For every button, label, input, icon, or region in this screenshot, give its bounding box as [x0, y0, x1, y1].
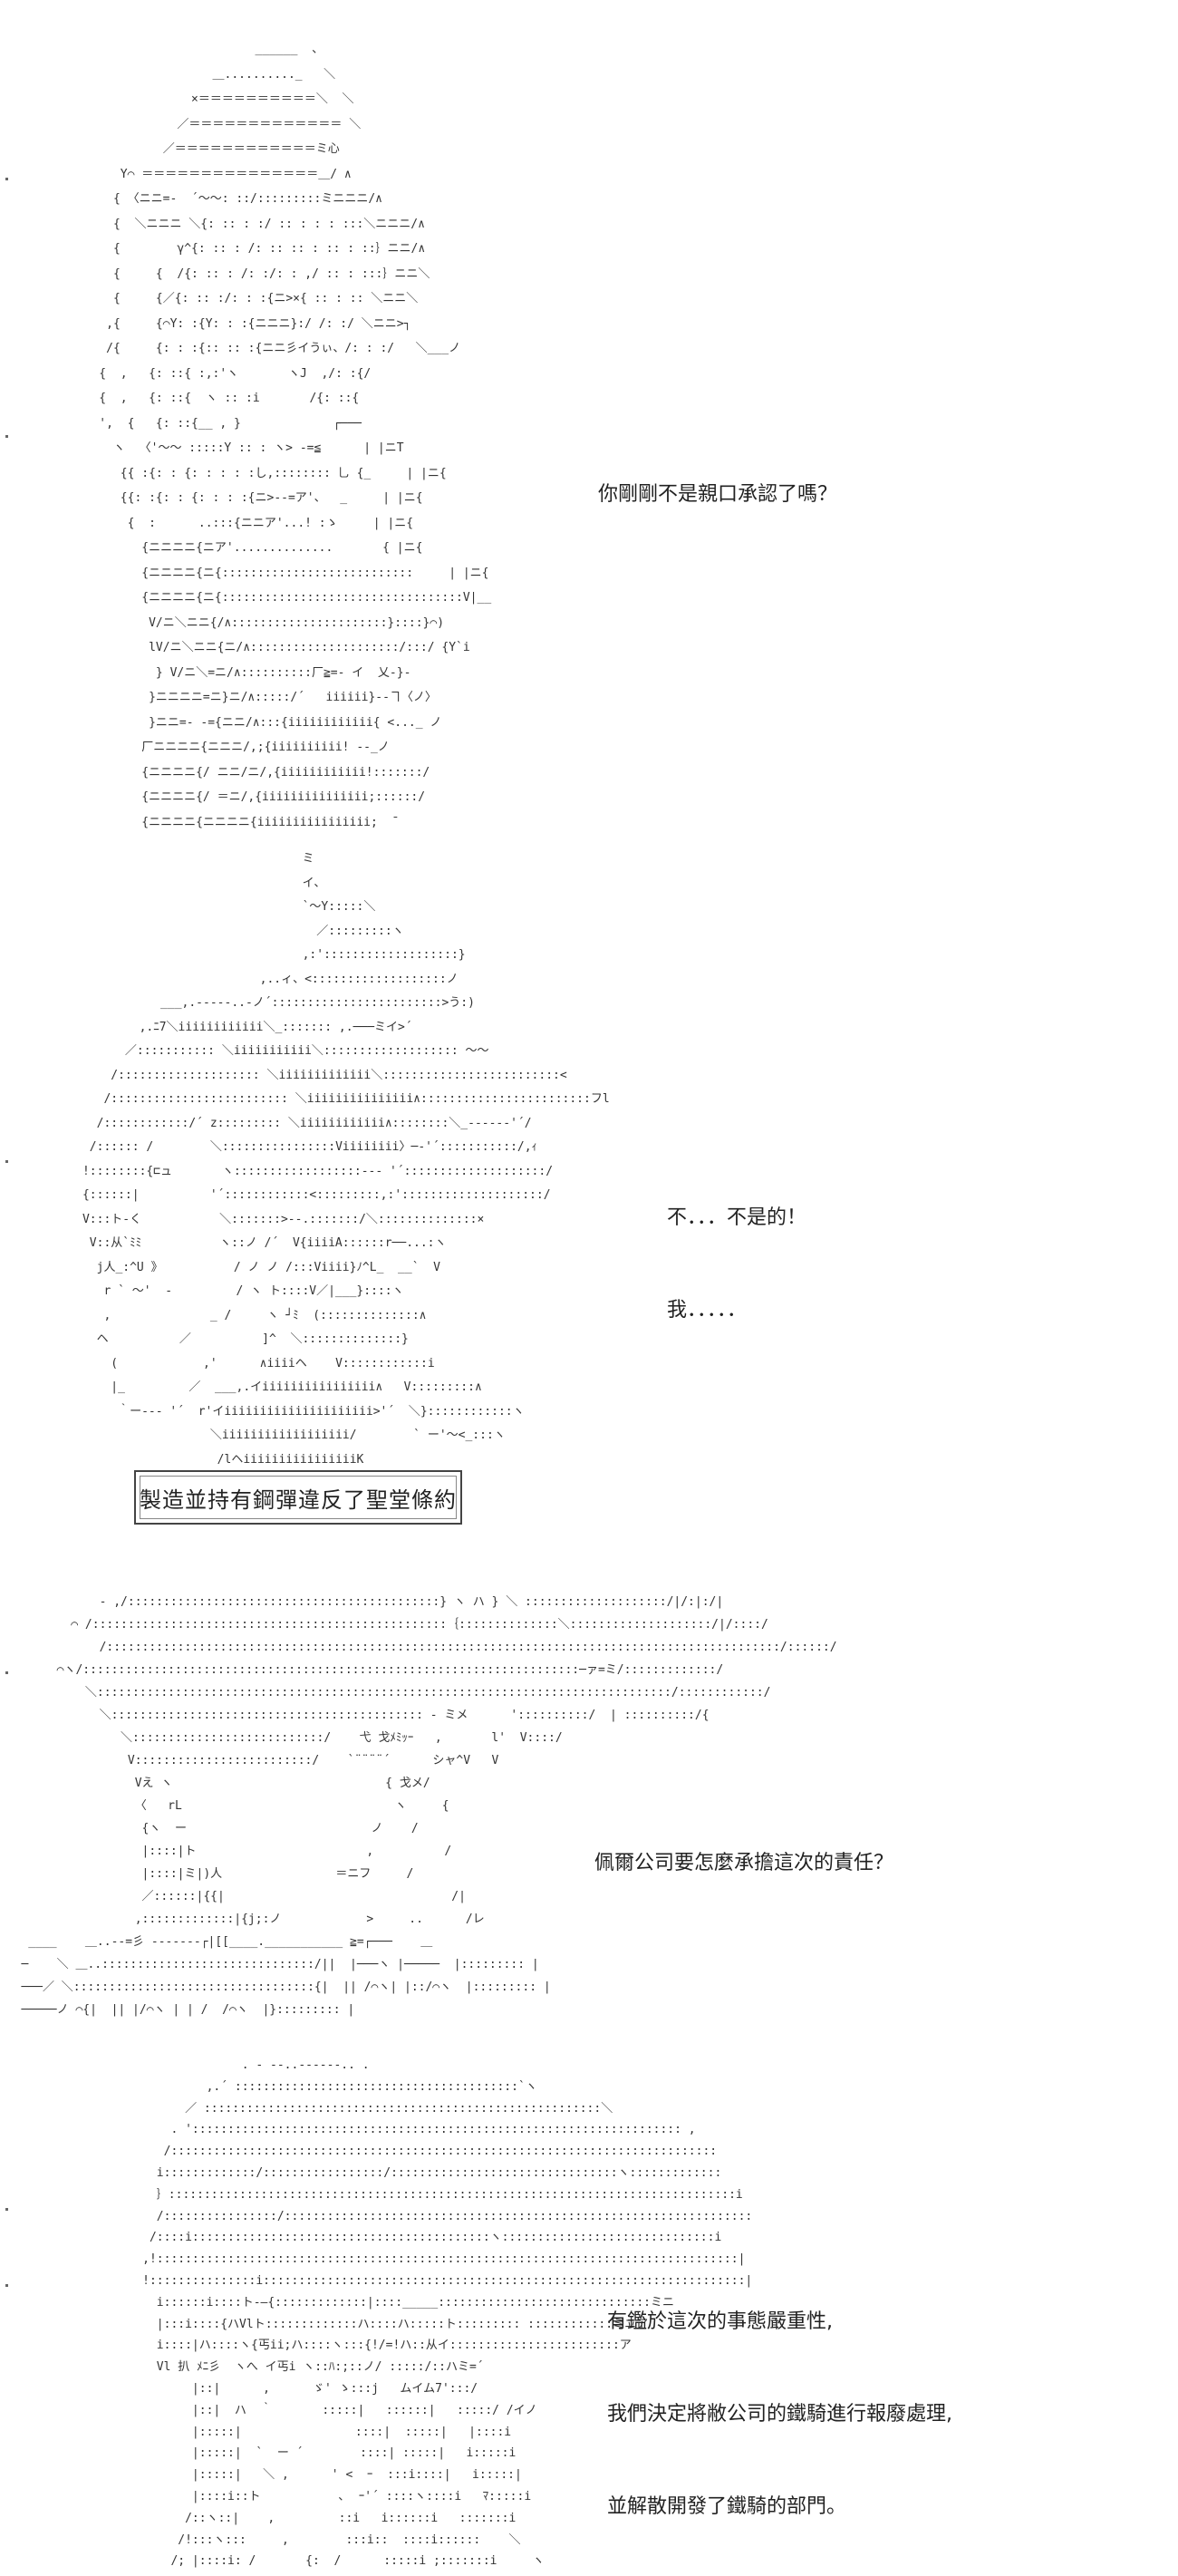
- dialog-line: 不．．．不是的！: [667, 1206, 807, 1229]
- margin-dot: [5, 178, 8, 180]
- panel-2: ミ イ、 `〜Y:::::＼ ／:::::::::ヽ ,:'::::::::::…: [5, 852, 806, 1467]
- dialog-text: 佩爾公司要怎麼承擔這次的責任？: [594, 1795, 893, 1932]
- dialog-text: 有鑑於這次的事態嚴重性, 我們決定將敝公司的鐵騎進行報廢處理, 並解散開發了鐵騎…: [607, 2253, 952, 2576]
- dialog-line: 我們決定將敝公司的鐵騎進行報廢處理,: [607, 2403, 952, 2426]
- ascii-art-figure: ミ イ、 `〜Y:::::＼ ／:::::::::ヽ ,:'::::::::::…: [82, 852, 610, 1467]
- ascii-art-figure: ‐ ,/::::::::::::::::::::::::::::::::::::…: [21, 1595, 837, 2017]
- dialog-line: 有鑑於這次的事態嚴重性,: [607, 2310, 833, 2333]
- margin-dot: [5, 2284, 8, 2287]
- caption-text: 製造並持有鋼彈違反了聖堂條約: [140, 1487, 457, 1513]
- caption-box: 製造並持有鋼彈違反了聖堂條約: [134, 1470, 462, 1525]
- dialog-text: 不．．．不是的！ 我．．．．．: [667, 1149, 806, 1380]
- ascii-art-figure: . - ‐-..------.. . ,.´ :::::::::::::::::…: [142, 2058, 753, 2569]
- dialog-line: 並解散開發了鐵騎的部門。: [607, 2495, 847, 2518]
- dialog-line: 你剛剛不是親口承認了嗎？: [598, 483, 838, 506]
- panel-3: ‐ ,/::::::::::::::::::::::::::::::::::::…: [5, 1595, 893, 2017]
- margin-dot: [5, 1160, 8, 1163]
- ascii-art-figure: ______ 、 ＿.........._ ＼ ×＝＝＝＝＝＝＝＝＝＝＼ ＼ ／…: [99, 43, 492, 829]
- dialog-text: 你剛剛不是親口承認了嗎？: [598, 426, 837, 564]
- margin-dot: [5, 2208, 8, 2211]
- margin-dot: [5, 435, 8, 438]
- dialog-line: 佩爾公司要怎麼承擔這次的責任？: [594, 1852, 894, 1874]
- dialog-line: 我．．．．．: [667, 1299, 748, 1322]
- margin-dot: [5, 1671, 8, 1674]
- panel-1: ______ 、 ＿.........._ ＼ ×＝＝＝＝＝＝＝＝＝＝＼ ＼ ／…: [0, 0, 1178, 834]
- caption-inner-border: [140, 1476, 457, 1519]
